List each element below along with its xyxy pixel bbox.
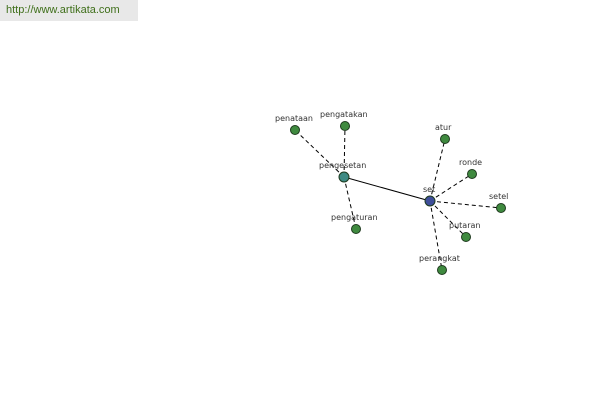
edge-pengesetan-pengaturan — [343, 176, 357, 230]
node-pengatakan[interactable]: pengatakan — [320, 110, 368, 131]
node-ronde[interactable]: ronde — [459, 158, 482, 179]
node-pengesetan-dot[interactable] — [338, 171, 350, 183]
node-ronde-dot[interactable] — [467, 169, 477, 179]
node-set[interactable]: set — [423, 185, 436, 207]
edge-set-putaran — [429, 200, 467, 238]
node-putaran[interactable]: putaran — [449, 221, 480, 242]
node-perangkat-dot[interactable] — [437, 265, 447, 275]
edge-set-perangkat — [429, 200, 443, 271]
node-set-label[interactable]: set — [423, 185, 435, 194]
node-pengesetan[interactable]: pengesetan — [319, 161, 366, 183]
graph-nodes: atur ronde setel putaran perangkat penataan pe… — [275, 110, 508, 275]
node-pengatakan-dot[interactable] — [340, 121, 350, 131]
node-perangkat-label[interactable]: perangkat — [419, 254, 460, 263]
node-atur[interactable]: atur — [435, 123, 452, 144]
node-putaran-label[interactable]: putaran — [449, 221, 480, 230]
edge-pengesetan-penataan — [294, 129, 345, 178]
node-putaran-dot[interactable] — [461, 232, 471, 242]
node-pengaturan-dot[interactable] — [351, 224, 361, 234]
edge-set-pengesetan — [343, 176, 431, 202]
node-pengaturan-label[interactable]: pengaturan — [331, 213, 378, 222]
edge-set-ronde — [429, 173, 473, 202]
edge-pengesetan-pengatakan — [343, 125, 346, 178]
node-setel-label[interactable]: setel — [489, 192, 508, 201]
node-setel-dot[interactable] — [496, 203, 506, 213]
node-penataan-label[interactable]: penataan — [275, 114, 313, 123]
node-penataan-dot[interactable] — [290, 125, 300, 135]
edge-set-atur — [429, 138, 446, 202]
node-ronde-label[interactable]: ronde — [459, 158, 482, 167]
node-pengesetan-label[interactable]: pengesetan — [319, 161, 366, 170]
graph-edges — [294, 125, 502, 271]
node-perangkat[interactable]: perangkat — [419, 254, 460, 275]
edge-set-setel — [429, 200, 502, 209]
node-atur-dot[interactable] — [440, 134, 450, 144]
node-pengaturan[interactable]: pengaturan — [331, 213, 378, 234]
watermark-url[interactable]: http://www.artikata.com — [0, 0, 138, 21]
node-pengatakan-label[interactable]: pengatakan — [320, 110, 368, 119]
node-setel[interactable]: setel — [489, 192, 508, 213]
node-set-dot[interactable] — [424, 195, 436, 207]
node-atur-label[interactable]: atur — [435, 123, 452, 132]
node-penataan[interactable]: penataan — [275, 114, 313, 135]
